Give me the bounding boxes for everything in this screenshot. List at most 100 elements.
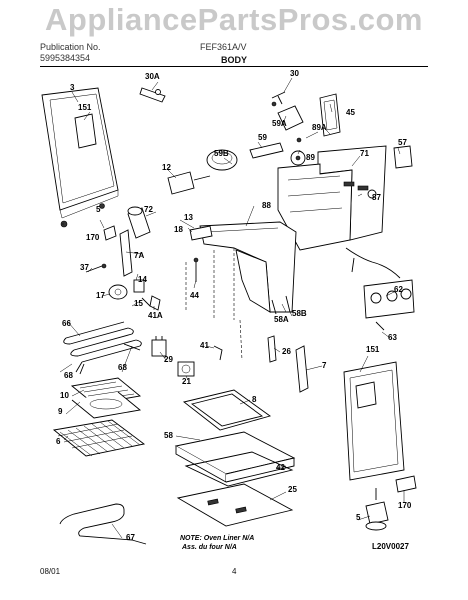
- part-59a: [277, 105, 304, 131]
- callout-3: 3: [70, 83, 75, 92]
- broil-element-66: [63, 321, 142, 375]
- callout-58a: 58A: [274, 315, 289, 324]
- bracket-30a: [139, 87, 166, 103]
- phantom-lines: [185, 248, 243, 361]
- section-title: BODY: [220, 55, 247, 65]
- bolt-44: [193, 257, 199, 282]
- callout-151-right: 151: [366, 345, 380, 354]
- callout-10: 10: [60, 391, 69, 400]
- header-rule: [40, 66, 428, 67]
- publication-number: 5995384354: [40, 53, 91, 63]
- callout-59b: 59B: [214, 149, 229, 158]
- callout-26: 26: [282, 347, 291, 356]
- hinge-26: [267, 335, 277, 363]
- callout-170-right: 170: [398, 501, 412, 510]
- callout-89a: 89A: [312, 123, 327, 132]
- bracket-170-left: [103, 225, 117, 241]
- note-oven-liner: NOTE: Oven Liner N/A: [180, 535, 254, 542]
- front-frame-88: [199, 221, 297, 313]
- left-side-panel: [41, 87, 119, 219]
- callout-62: 62: [394, 285, 403, 294]
- callout-68-right: 68: [118, 363, 127, 372]
- broiler-pan-10: [70, 377, 142, 419]
- callout-15: 15: [134, 299, 143, 308]
- tube-72: [127, 206, 151, 239]
- right-side-panel: [343, 361, 405, 481]
- model-number: FEF361A/V: [200, 42, 247, 52]
- callout-72: 72: [144, 205, 153, 214]
- callout-7: 7: [322, 361, 327, 370]
- note-ass-du-four: Ass. du four N/A: [181, 544, 237, 551]
- callout-6: 6: [56, 437, 61, 446]
- bracket-45: [319, 93, 341, 137]
- switch-17: [108, 284, 128, 300]
- part-89: [290, 137, 306, 166]
- callout-68-left: 68: [64, 371, 73, 380]
- callout-42: 42: [276, 463, 285, 472]
- callout-44: 44: [190, 291, 199, 300]
- callout-41: 41: [200, 341, 209, 350]
- callout-12: 12: [162, 163, 171, 172]
- screw-63: [375, 321, 385, 331]
- callout-30a: 30A: [145, 72, 160, 81]
- leveler-5: [365, 488, 389, 531]
- drawer-58: [174, 431, 296, 487]
- callout-59: 59: [258, 133, 267, 142]
- control-assembly-62: [363, 279, 415, 319]
- callout-66: 66: [62, 319, 71, 328]
- hinge-7a: [119, 229, 133, 277]
- door-frame-8: [182, 389, 272, 431]
- wire-harness: [345, 247, 401, 279]
- callout-88: 88: [262, 201, 271, 210]
- part-18: [189, 225, 213, 241]
- callout-87: 87: [372, 193, 381, 202]
- wire-68: [123, 343, 141, 351]
- callout-67: 67: [126, 533, 135, 542]
- callout-89: 89: [306, 153, 315, 162]
- callout-58: 58: [164, 431, 173, 440]
- sensor-12: [167, 171, 211, 195]
- plate-57: [393, 145, 413, 169]
- callout-58b: 58B: [292, 309, 307, 318]
- clip-30: [271, 91, 286, 107]
- callout-21: 21: [182, 377, 191, 386]
- callout-5-top: 5: [96, 205, 101, 214]
- callout-5-bottom: 5: [356, 513, 361, 522]
- callout-71: 71: [360, 149, 369, 158]
- callout-41a: 41A: [148, 311, 163, 320]
- callout-151-left: 151: [78, 103, 92, 112]
- callout-17: 17: [96, 291, 105, 300]
- bracket-170-right: [395, 475, 417, 493]
- callout-45: 45: [346, 108, 355, 117]
- callout-13: 13: [184, 213, 193, 222]
- figure-code: L20V0027: [372, 542, 409, 551]
- socket-29: [151, 336, 167, 357]
- callout-14: 14: [138, 275, 147, 284]
- callout-25: 25: [288, 485, 297, 494]
- footer-date: 08/01: [40, 567, 61, 576]
- callout-63: 63: [388, 333, 397, 342]
- callout-57: 57: [398, 138, 407, 147]
- callout-37: 37: [80, 263, 89, 272]
- part-41: [213, 345, 223, 361]
- light-socket-21: [177, 361, 195, 377]
- callout-18: 18: [174, 225, 183, 234]
- bracket-58a: [271, 295, 291, 315]
- footer-page: 4: [232, 567, 237, 576]
- callout-labels: 3 151 30A 30 45 59A 89A 59B 59 89 71 57 …: [56, 69, 412, 542]
- callout-9: 9: [58, 407, 63, 416]
- watermark: AppliancePartsPros.com: [45, 2, 423, 37]
- terminal-block-59b: [206, 149, 238, 171]
- callout-170-left: 170: [86, 233, 100, 242]
- callout-8: 8: [252, 395, 257, 404]
- back-panel-71: [277, 145, 387, 251]
- leader-lines: [59, 77, 405, 539]
- strap-59: [249, 142, 284, 159]
- part-15: [141, 297, 151, 307]
- part-41a: [149, 295, 161, 311]
- callout-59a: 59A: [272, 119, 287, 128]
- bottom-plate-25: [176, 483, 294, 527]
- oven-rack-6: [52, 419, 146, 457]
- callout-30: 30: [290, 69, 299, 78]
